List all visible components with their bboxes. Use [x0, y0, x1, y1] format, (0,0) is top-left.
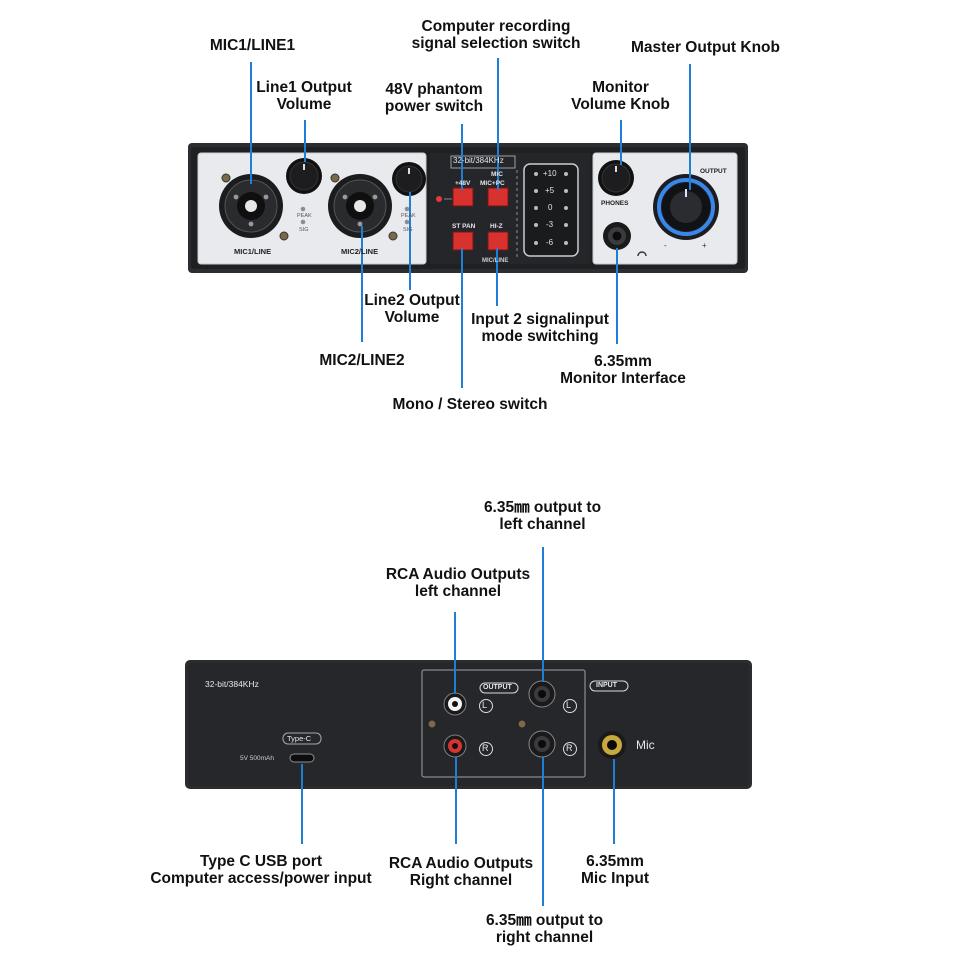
meter-label-0: +10 [543, 169, 557, 178]
st-pan-button[interactable] [452, 231, 474, 251]
jack2-label: MIC2/LINE [341, 247, 379, 256]
callout-monitor-interface: 6.35mm Monitor Interface [560, 353, 686, 387]
peak-label-2: PEAK [401, 213, 416, 219]
btn-hiz-label: HI-Z [490, 223, 503, 230]
output-label: OUTPUT [700, 168, 727, 175]
callout-master-output-knob: Master Output Knob [631, 39, 780, 56]
input-pill-label: INPUT [596, 682, 617, 689]
callout-line1-output-volume: Line1 Output Volume [256, 79, 352, 113]
jack-r-label: R [566, 743, 573, 753]
mic-line-label: MIC/LINE [482, 258, 509, 264]
xlr-jack-2 [328, 173, 398, 241]
mic-label: Mic [636, 738, 655, 752]
btn-stpan-label: ST PAN [452, 223, 476, 230]
back-panel [185, 547, 752, 906]
back-spec-label: 32-bit/384KHz [205, 679, 259, 689]
phones-jack [603, 222, 631, 250]
type-c-label: Type-C [287, 734, 312, 743]
meter-label-3: -3 [546, 220, 554, 229]
line1-volume-knob[interactable] [286, 158, 322, 194]
btn-micpc-label: MIC+PC [480, 180, 505, 187]
callout-monitor-volume-knob: Monitor Volume Knob [571, 79, 670, 113]
callout-type-c: Type C USB port Computer access/power in… [150, 853, 372, 887]
master-output-knob[interactable] [653, 174, 719, 240]
callout-input2-mode: Input 2 signalinput mode switching [471, 311, 609, 345]
hi-z-button[interactable] [487, 231, 509, 251]
front-spec-label: 32-bit/384KHz [453, 156, 504, 165]
xlr-jack-1 [219, 173, 289, 241]
sig-label-1: SIG [299, 227, 309, 233]
recording-select-button[interactable] [487, 187, 509, 207]
sig-label-2: SIG [403, 227, 413, 233]
callout-mono-stereo: Mono / Stereo switch [392, 396, 548, 413]
rca-r-label: R [482, 743, 489, 753]
callout-mic1-line1: MIC1/LINE1 [209, 37, 296, 54]
power-label: 5V 500mAh [240, 755, 274, 762]
knob-plus: + [702, 241, 707, 250]
monitor-volume-knob[interactable] [598, 160, 634, 196]
callout-48v-phantom: 48V phantom power switch [384, 81, 484, 115]
mic-input-jack [598, 731, 626, 759]
btn-48v-label: +48V [455, 180, 471, 187]
callout-rca-left: RCA Audio Outputs left channel [385, 566, 531, 600]
rca-l-label: L [482, 700, 488, 710]
knob-minus: - [664, 241, 667, 250]
out-635-left-jack [528, 680, 556, 708]
callout-computer-recording: Computer recording signal selection swit… [411, 18, 581, 52]
peak-label-1: PEAK [297, 213, 312, 219]
callout-mic2-line2: MIC2/LINE2 [319, 352, 405, 369]
meter-label-4: -6 [546, 238, 554, 247]
callout-out-left-635: 6.35㎜ output to left channel [483, 499, 602, 533]
phantom-48v-button[interactable] [452, 187, 474, 207]
line2-volume-knob[interactable] [392, 162, 426, 196]
front-panel [188, 58, 748, 388]
phones-label: PHONES [601, 200, 629, 207]
btn-mic-label: MIC [491, 171, 503, 178]
callout-line2-output-volume: Line2 Output Volume [364, 292, 460, 326]
callout-rca-right: RCA Audio Outputs Right channel [388, 855, 534, 889]
callout-out-right-635: 6.35㎜ output to right channel [485, 912, 604, 946]
meter-label-1: +5 [545, 186, 555, 195]
output-pill-label: OUTPUT [483, 684, 512, 691]
meter-label-2: 0 [548, 203, 553, 212]
rca-left-jack [443, 692, 467, 716]
jack-l-label: L [566, 700, 572, 710]
out-635-right-jack [528, 730, 556, 758]
type-c-port [289, 753, 315, 763]
jack1-label: MIC1/LINE [234, 247, 272, 256]
rca-right-jack [443, 734, 467, 758]
callout-mic-input: 6.35mm Mic Input [580, 853, 650, 887]
